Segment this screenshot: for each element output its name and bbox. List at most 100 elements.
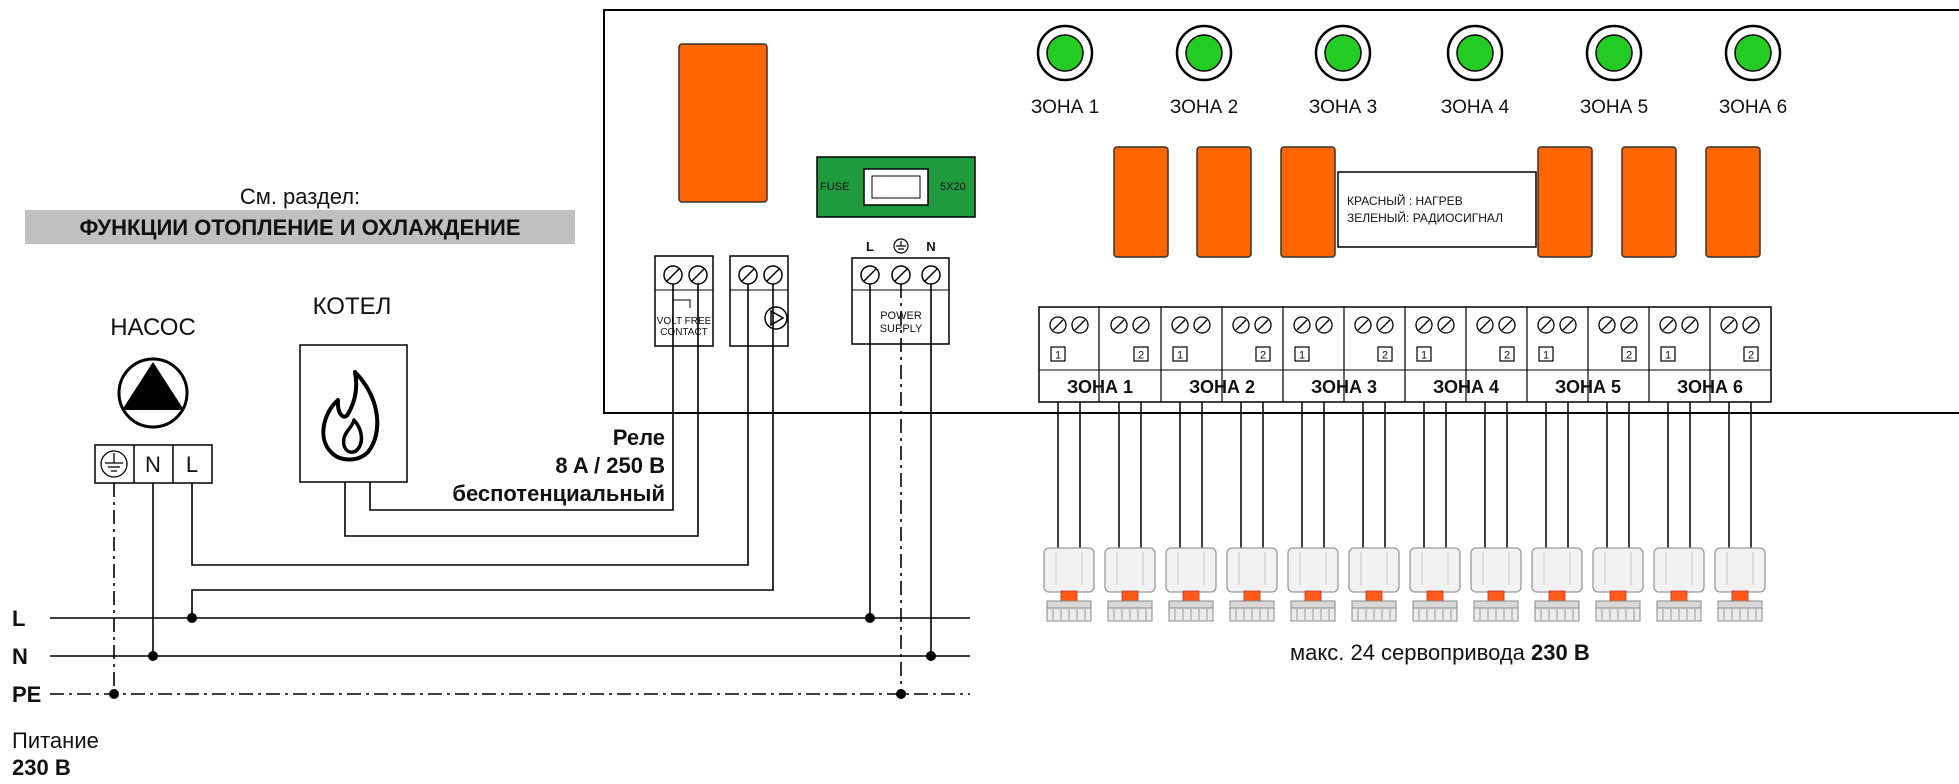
flame-icon [321, 370, 380, 462]
actuator-collar [1229, 600, 1275, 609]
channel-number-box [1538, 346, 1554, 362]
terminal-screw-slot [1723, 319, 1735, 331]
actuator-icon [1287, 547, 1339, 622]
channel-number-box [1660, 346, 1676, 362]
zone-relay [1537, 146, 1593, 258]
terminal-screw-slot [1623, 319, 1635, 331]
fuse-size: 5X20 [940, 181, 966, 193]
terminal-screw-slot [1540, 319, 1552, 331]
actuator-icon [1470, 547, 1522, 622]
led-legend: КРАСНЫЙ : НАГРЕВ ЗЕЛЕНЫЙ: РАДИОСИГНАЛ [1337, 171, 1537, 248]
zone-led-label: ЗОНА 2 [1170, 97, 1238, 118]
channel-number: 2 [1382, 350, 1388, 362]
terminal-screw-slot [1235, 319, 1247, 331]
zone-relay [1113, 146, 1169, 258]
actuator-icon [1653, 547, 1705, 622]
pump-icon [117, 357, 189, 429]
actuator-icon [1348, 547, 1400, 622]
zone-led [1446, 24, 1504, 82]
actuator-collar [1168, 600, 1214, 609]
actuator-collar [1595, 600, 1641, 609]
terminal-screw-slot [1296, 319, 1308, 331]
relay-label: Реле [613, 425, 665, 450]
actuator-indicator [1060, 590, 1078, 602]
terminal-screw-slot [1379, 319, 1391, 331]
actuator-head [1470, 547, 1522, 593]
actuator-indicator [1426, 590, 1444, 602]
actuator-collar [1656, 600, 1702, 609]
zone-led [1585, 24, 1643, 82]
actuator-indicator [1609, 590, 1627, 602]
power-terminal-N: N [926, 239, 935, 254]
see-section-text: См. раздел: [240, 184, 360, 209]
master-relay-block [678, 43, 768, 203]
volt-free-label-2: CONTACT [660, 327, 708, 338]
channel-number: 2 [1504, 350, 1510, 362]
channel-number-box [1050, 346, 1066, 362]
bus-label-L: L [12, 606, 25, 631]
supply-voltage: 230 B [12, 755, 71, 780]
terminal-screw-slot [1562, 319, 1574, 331]
zone-led-label: ЗОНА 4 [1441, 97, 1510, 118]
relay-rating: 8 A / 250 B [555, 453, 665, 478]
zone-terminal-label: ЗОНА 4 [1433, 377, 1499, 397]
actuator-icon [1592, 547, 1644, 622]
channel-number: 1 [1543, 350, 1549, 362]
zone-led [1724, 24, 1782, 82]
actuator-collar [1046, 600, 1092, 609]
actuator-indicator [1304, 590, 1322, 602]
actuator-collar [1290, 600, 1336, 609]
actuator-icon [1165, 547, 1217, 622]
fuse-label: FUSE [820, 181, 849, 193]
channel-number-box [1133, 346, 1149, 362]
channel-number: 2 [1626, 350, 1632, 362]
boiler-label: КОТЕЛ [313, 293, 392, 320]
volt-free-terminal-block: VOLT FREE CONTACT [654, 255, 789, 347]
actuator-head [1714, 547, 1766, 593]
zone-terminal-label: ЗОНА 1 [1067, 377, 1133, 397]
actuator-icon [1226, 547, 1278, 622]
zone-led [1036, 24, 1094, 82]
zone-relay [1621, 146, 1677, 258]
actuator-icon [1409, 547, 1461, 622]
actuator-head [1165, 547, 1217, 593]
channel-number-box [1255, 346, 1271, 362]
channel-number: 2 [1748, 350, 1754, 362]
actuator-indicator [1487, 590, 1505, 602]
zone-terminal-label: ЗОНА 2 [1189, 377, 1255, 397]
actuator-head [1531, 547, 1583, 593]
channel-number: 1 [1177, 350, 1183, 362]
control-wires [191, 284, 774, 618]
supply-caption: Питание [12, 728, 99, 753]
actuator-head [1043, 547, 1095, 593]
terminal-screw-slot [1745, 319, 1757, 331]
actuator-head [1653, 547, 1705, 593]
channel-number-box [1743, 346, 1759, 362]
channel-number: 2 [1138, 350, 1144, 362]
terminal-screw-slot [1135, 319, 1147, 331]
zone-relay [1196, 146, 1252, 258]
terminal-screw-slot [1418, 319, 1430, 331]
zone-relays [1113, 146, 1761, 258]
actuator-indicator [1365, 590, 1383, 602]
power-supply-label-2: SUPPLY [880, 323, 923, 335]
section-title: ФУНКЦИИ ОТОПЛЕНИЕ И ОХЛАЖДЕНИЕ [79, 215, 520, 240]
channel-number: 1 [1665, 350, 1671, 362]
terminal-screw-slot [1479, 319, 1491, 331]
actuator-icon [1714, 547, 1766, 622]
zone-relay [1705, 146, 1761, 258]
actuator-head [1592, 547, 1644, 593]
actuator-indicator [1121, 590, 1139, 602]
zone-terminal-label: ЗОНА 6 [1677, 377, 1743, 397]
pump-label: НАСОС [110, 314, 196, 341]
terminal-screw-slot [1052, 319, 1064, 331]
zone-led [1314, 24, 1372, 82]
actuator-collar [1107, 600, 1153, 609]
channel-number-box [1294, 346, 1310, 362]
zone-leds [1036, 24, 1782, 82]
terminal-screw-slot [1074, 319, 1086, 331]
actuators [1043, 402, 1766, 622]
power-terminal-L: L [866, 239, 874, 254]
